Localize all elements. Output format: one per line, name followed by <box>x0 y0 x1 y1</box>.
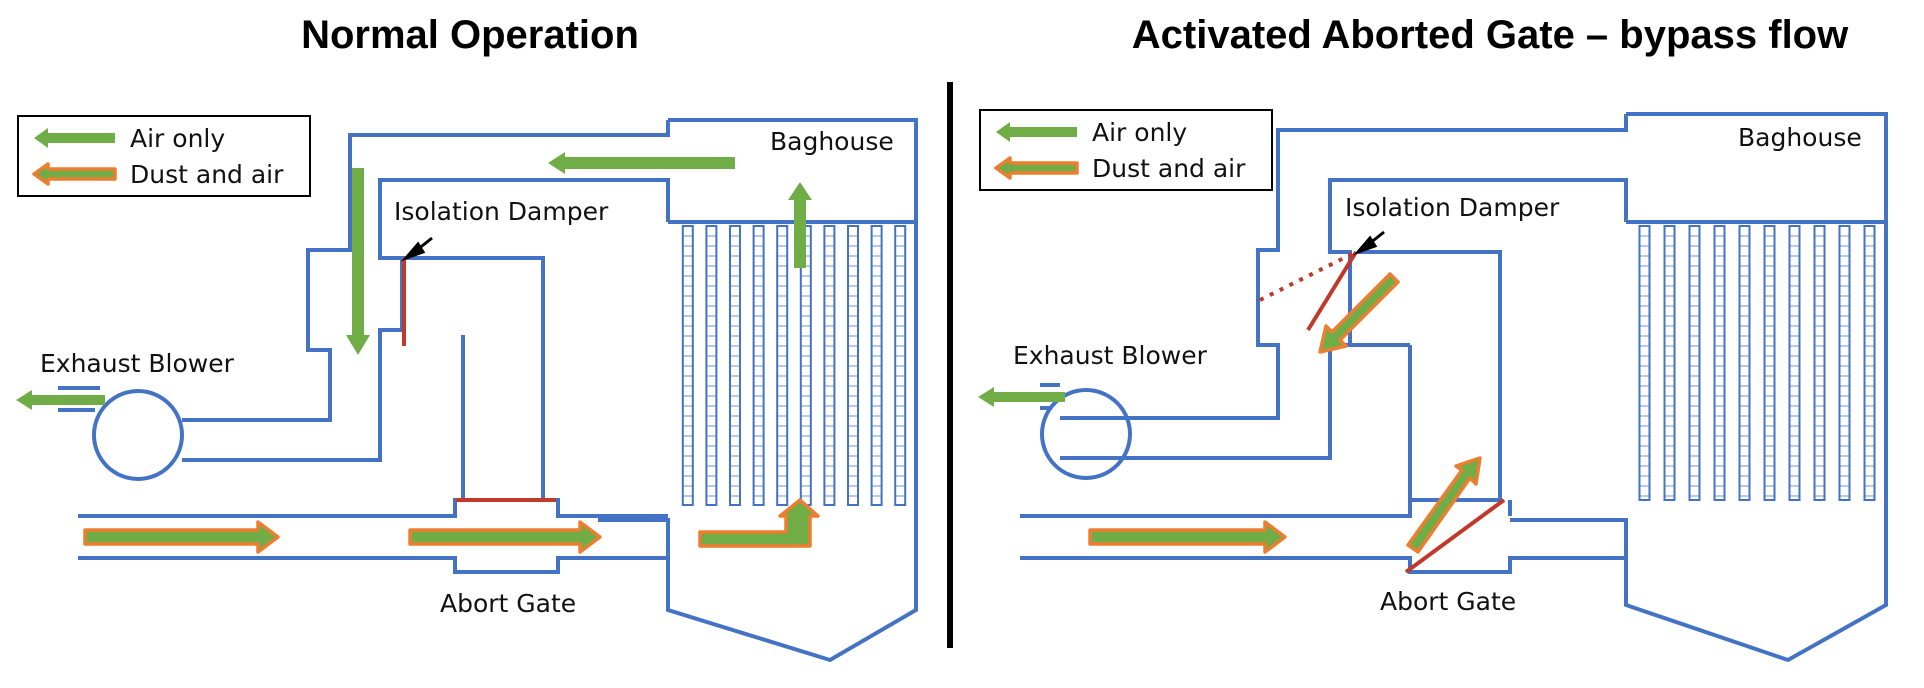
bag-filter-tube <box>1638 225 1651 501</box>
air-arrow-down <box>346 168 370 355</box>
dust-arrow-inlet <box>1088 520 1287 554</box>
legend-box <box>979 109 1273 191</box>
main-inlet-duct <box>1020 500 1628 574</box>
label-exhaust-blower: Exhaust Blower <box>40 349 235 378</box>
dust-arrow-to-baghouse <box>698 498 820 548</box>
blower-outlet <box>1040 383 1060 410</box>
legend-air-arrow <box>996 122 1077 142</box>
legend-dust-label: Dust and air <box>1092 154 1246 183</box>
legend-dust-label: Dust and air <box>130 160 284 189</box>
bag-filters <box>1638 225 1876 501</box>
pointer-head <box>401 241 426 262</box>
legend: Air only Dust and air <box>979 109 1273 191</box>
bag-filter-tube <box>1688 225 1701 501</box>
label-isolation-damper: Isolation Damper <box>394 197 609 226</box>
isolation-damper <box>1306 250 1358 332</box>
panel-title: Activated Aborted Gate – bypass flow <box>1132 13 1849 57</box>
isolation-damper-closed-position <box>1259 250 1357 302</box>
bag-filter-tube <box>1738 225 1751 501</box>
baghouse-housing <box>1510 112 1888 663</box>
pointer-head <box>1353 235 1378 256</box>
label-exhaust-blower: Exhaust Blower <box>1013 341 1208 370</box>
panel-bypass-flow: Activated Aborted Gate – bypass flow Air… <box>978 13 1888 663</box>
bag-filter-tube <box>1813 225 1826 501</box>
dust-arrow-up-bypass <box>1406 456 1482 554</box>
label-abort-gate: Abort Gate <box>1380 587 1516 616</box>
panel-normal-operation: Normal Operation Air only Dust and air B… <box>16 13 918 663</box>
bag-filter-tube <box>1713 225 1726 501</box>
air-arrow-exhaust <box>978 387 1065 407</box>
legend: Air only Dust and air <box>17 115 311 197</box>
legend-dust-arrow <box>994 156 1079 180</box>
bag-filter-tube <box>1763 225 1776 501</box>
clean-air-duct <box>1060 114 1628 420</box>
label-baghouse: Baghouse <box>1738 123 1862 152</box>
legend-air-label: Air only <box>130 124 225 153</box>
bag-filter-tube <box>1788 225 1801 501</box>
bag-filters <box>681 225 907 506</box>
air-arrow-top <box>548 152 735 174</box>
exhaust-blower <box>1040 388 1132 480</box>
exhaust-blower <box>92 389 184 481</box>
blower-outlet <box>58 386 100 412</box>
legend-dust-arrow <box>32 162 117 186</box>
legend-air-arrow <box>34 128 115 148</box>
clean-air-duct-inner <box>1060 178 1628 460</box>
baghouse-housing <box>598 118 918 663</box>
bag-filter-tube <box>1663 225 1676 501</box>
bypass-branch-duct <box>1350 250 1502 502</box>
label-baghouse: Baghouse <box>770 127 894 156</box>
legend-box <box>17 115 311 197</box>
bypass-branch-duct <box>402 256 545 502</box>
label-isolation-damper: Isolation Damper <box>1345 193 1560 222</box>
dust-arrow-inlet-2 <box>408 520 602 554</box>
air-arrow-exhaust <box>16 390 105 410</box>
dust-arrow-inlet-1 <box>83 520 280 554</box>
bag-filter-tube <box>1863 225 1876 501</box>
panel-title: Normal Operation <box>301 13 639 57</box>
label-abort-gate: Abort Gate <box>440 589 576 618</box>
air-arrow-up-bag <box>788 182 812 268</box>
legend-air-label: Air only <box>1092 118 1187 147</box>
abort-gate <box>1404 498 1506 574</box>
bag-filter-tube <box>1838 225 1851 501</box>
clean-air-duct <box>182 120 670 422</box>
dust-arrow-to-blower <box>1318 272 1400 354</box>
